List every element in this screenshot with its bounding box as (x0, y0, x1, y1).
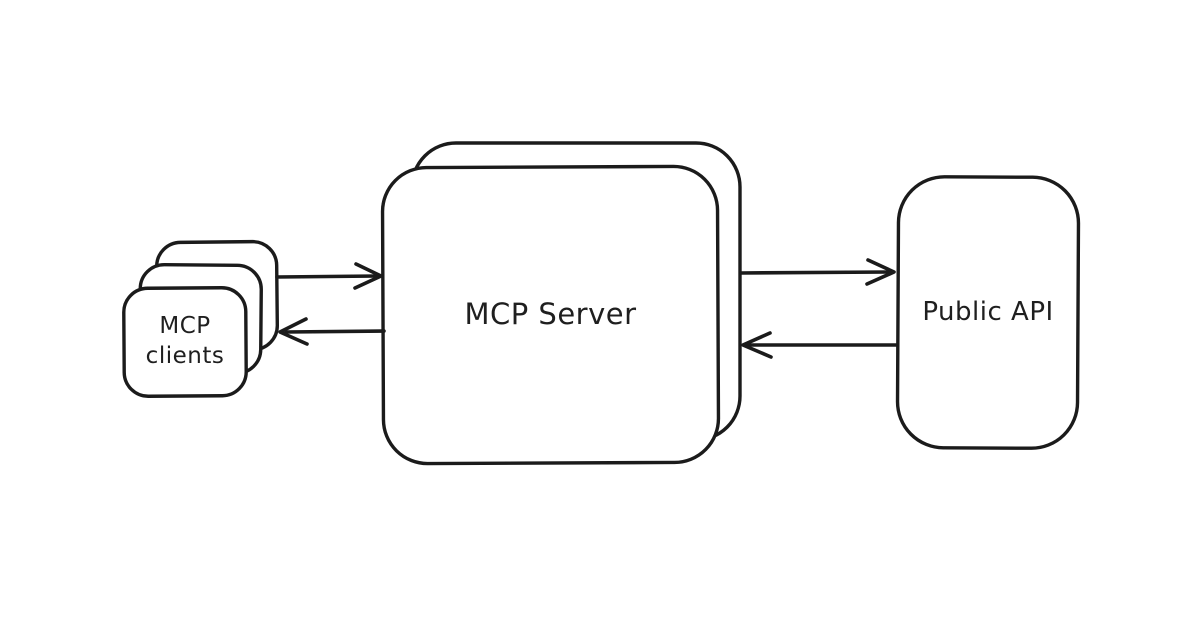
mcp-server-box-front (380, 164, 721, 466)
arrow-server-to-clients (278, 317, 386, 346)
mcp-server-node (380, 141, 742, 466)
arrow-server-to-clients-head (278, 317, 309, 346)
mcp-clients-card-front (122, 286, 248, 398)
mcp-clients-node (122, 239, 280, 398)
arrow-api-to-server (741, 331, 898, 359)
arrow-server-to-clients-line (284, 329, 386, 334)
arrow-api-to-server-head (741, 331, 773, 359)
arrow-clients-to-server-line (275, 274, 380, 279)
arrow-clients-to-server-head (353, 262, 383, 290)
arrow-server-to-api (739, 258, 896, 286)
public-api-box (895, 175, 1081, 450)
arrow-server-to-api-line (739, 270, 892, 275)
arrow-clients-to-server (275, 262, 383, 290)
arrow-server-to-api-head (865, 258, 896, 286)
